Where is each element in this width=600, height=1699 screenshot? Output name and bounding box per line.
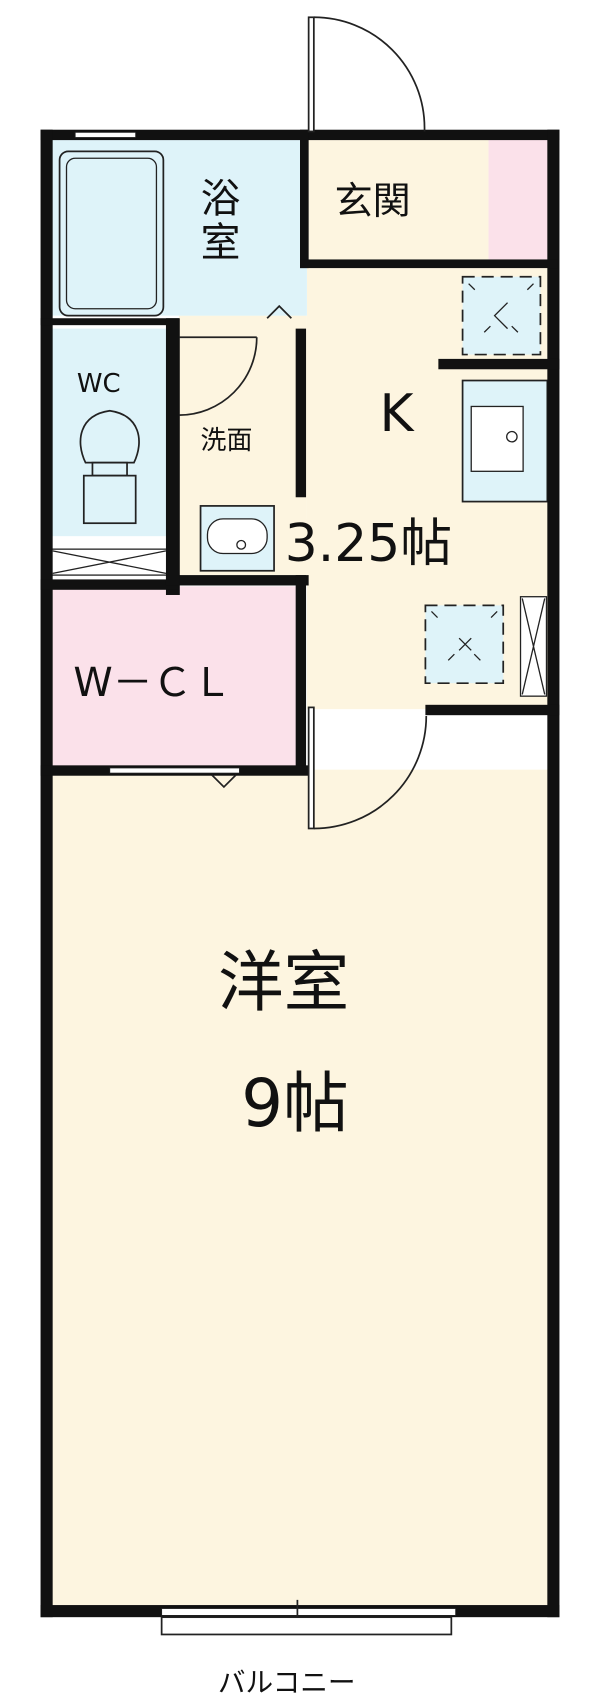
- toilet: [79, 409, 140, 525]
- label-washroom: 洗面: [200, 425, 253, 456]
- washroom-door: [178, 336, 258, 416]
- label-kitchen-size: 3.25帖: [282, 513, 455, 574]
- western-room-door: [307, 706, 428, 830]
- floor-wcl: [50, 586, 302, 768]
- front-door: [307, 16, 426, 133]
- label-wc: WC: [76, 368, 121, 399]
- balcony-rail: [160, 1616, 453, 1636]
- floor-shoe-closet: [488, 138, 550, 260]
- label-western-room-size: 9帖: [241, 1066, 349, 1143]
- label-western-room: 洋室: [217, 945, 350, 1022]
- label-bath: 浴室: [194, 177, 240, 265]
- label-entrance: 玄関: [334, 178, 411, 223]
- storage-box-lower: [424, 604, 505, 685]
- storage-box-upper: [461, 275, 542, 356]
- floor-entrance: [306, 138, 489, 260]
- walls: [40, 129, 560, 1618]
- bathtub: [58, 150, 165, 317]
- label-walkin-closet: W－ＣＬ: [73, 660, 233, 707]
- floor-western-room: [50, 769, 550, 1609]
- label-balcony: バルコニー: [217, 1666, 356, 1699]
- label-kitchen: K: [379, 384, 414, 445]
